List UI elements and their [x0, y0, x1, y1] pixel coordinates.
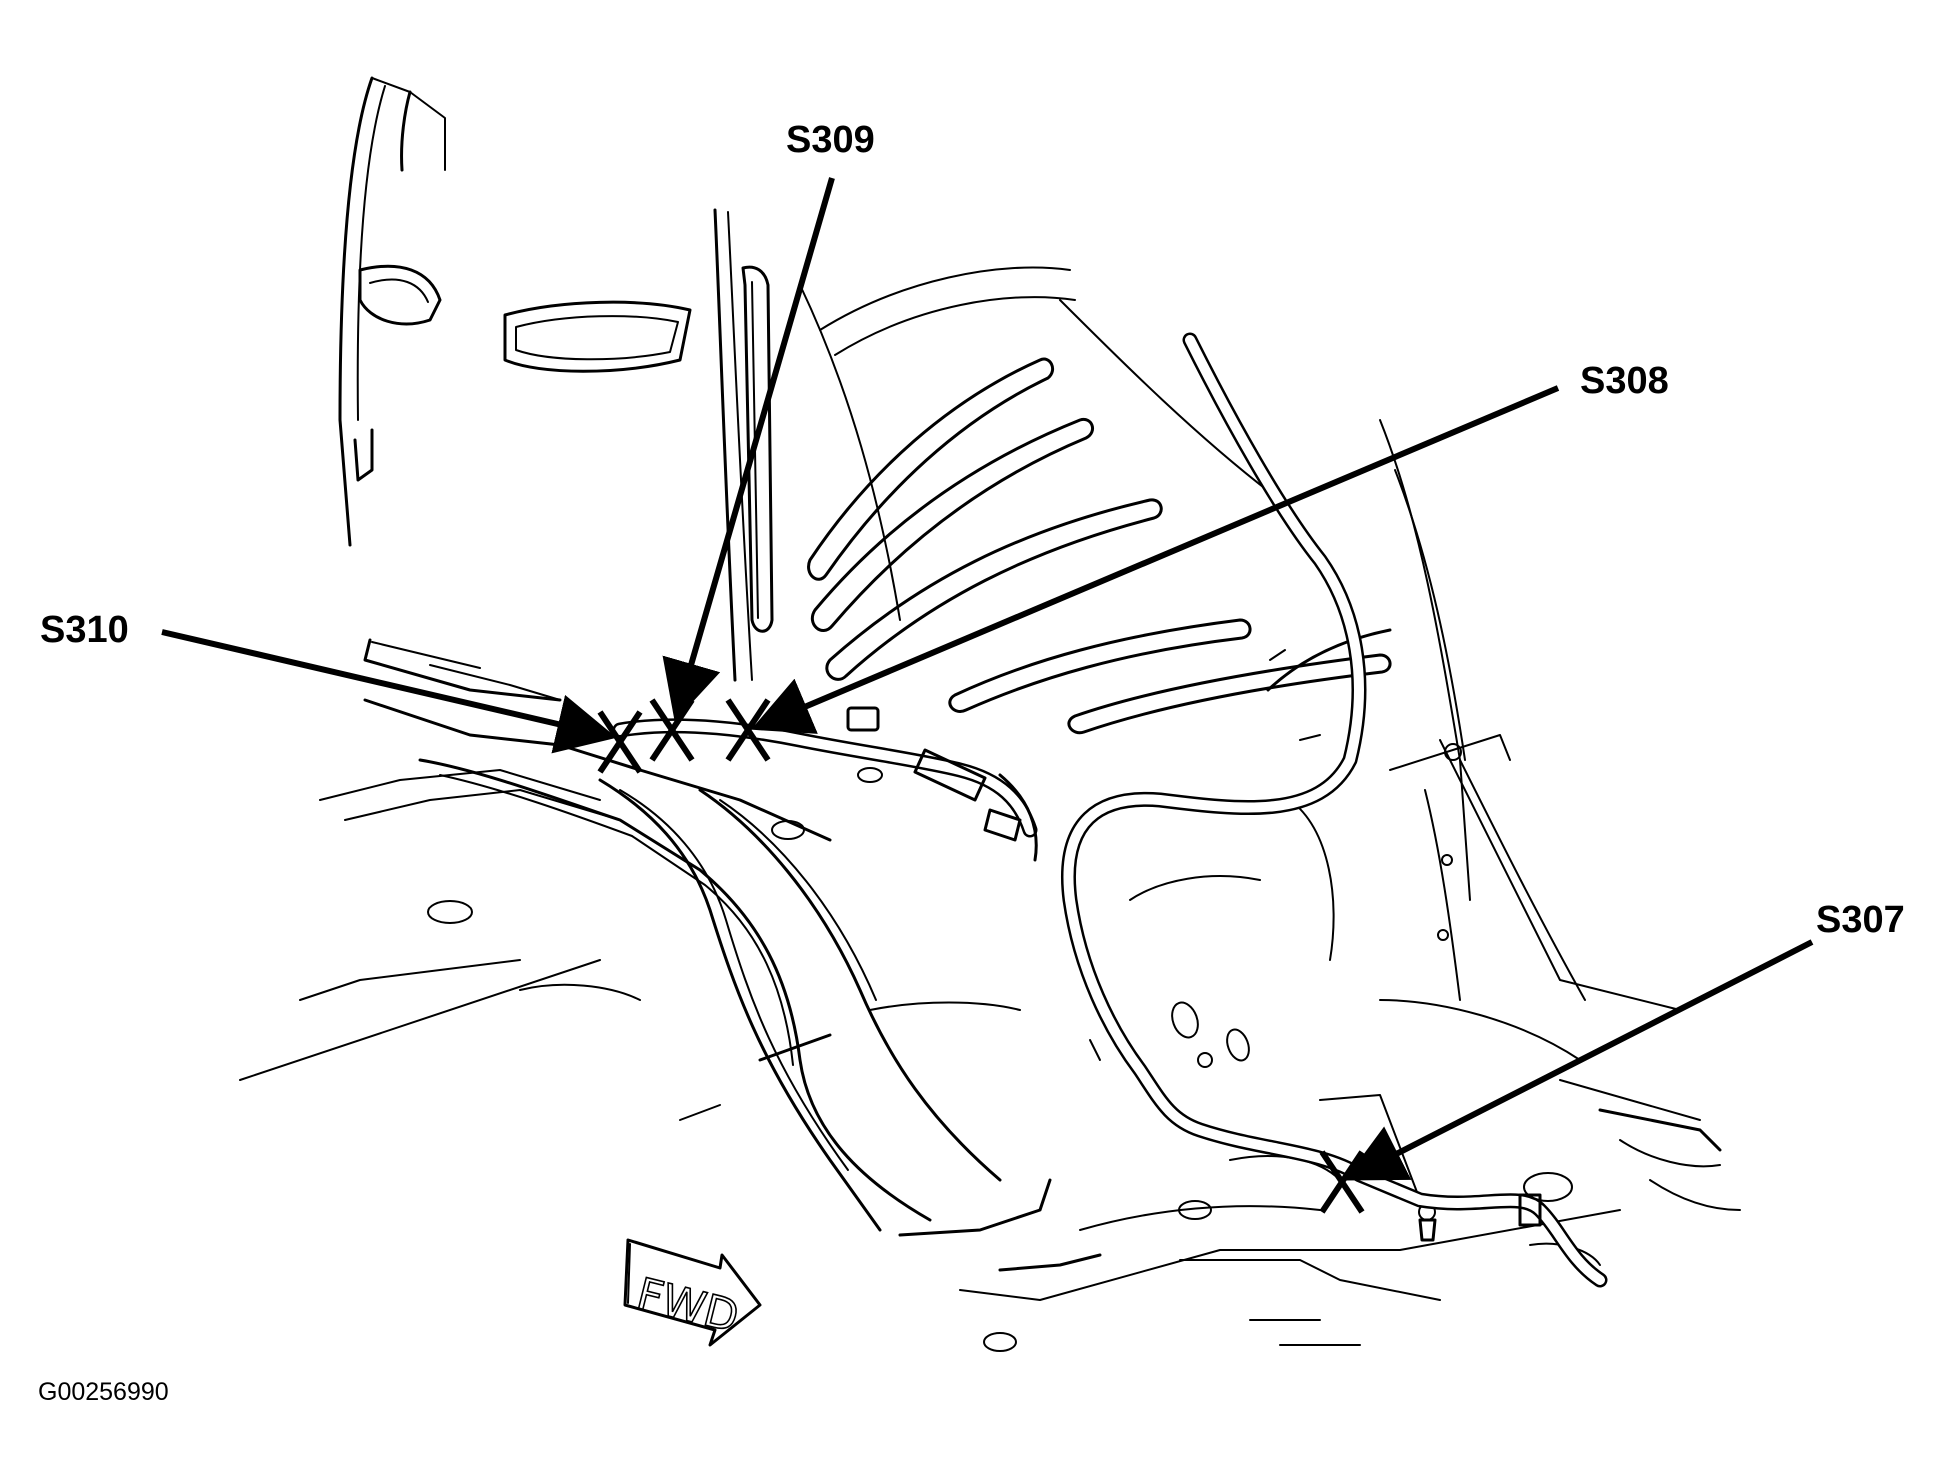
fwd-label: FWD	[632, 1269, 744, 1343]
s310-leader-arrow	[161, 629, 617, 754]
figure-id: G00256990	[38, 1378, 169, 1406]
s308-leader-arrow	[750, 385, 1560, 734]
fwd-direction-arrow: FWD	[623, 1238, 762, 1347]
vehicle-body-illustration	[239, 76, 1741, 1352]
s309-leader-arrow	[662, 177, 835, 722]
wiring-harness	[612, 332, 1608, 1288]
label-s307: S307	[1816, 899, 1905, 941]
label-s309: S309	[786, 119, 875, 161]
s307-leader-arrow	[1344, 939, 1814, 1181]
label-s310: S310	[40, 609, 129, 651]
label-s308: S308	[1580, 360, 1669, 402]
